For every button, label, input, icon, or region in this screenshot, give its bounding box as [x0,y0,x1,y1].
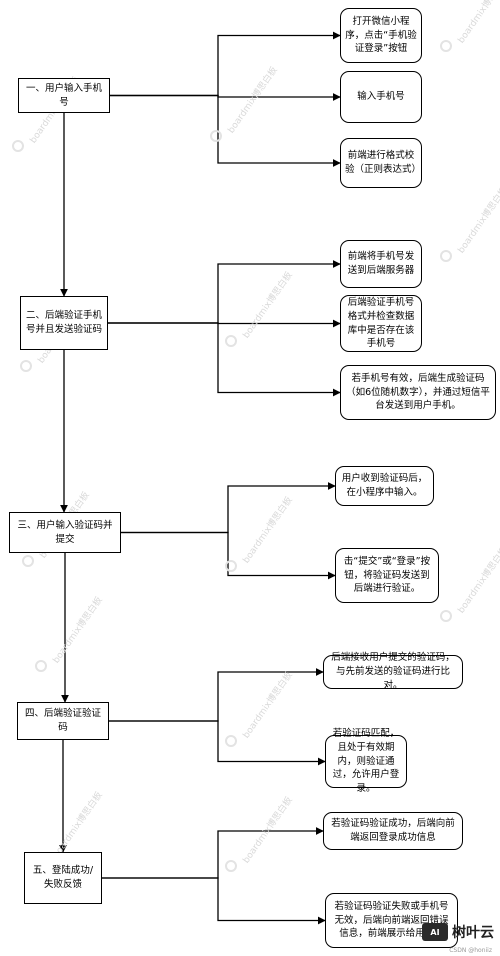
step-2-box: 二、后端验证手机号并且发送验证码 [20,296,108,350]
note-receive-code-text: 用户收到验证码后，在小程序中输入。 [341,473,428,498]
watermark-logo-icon [35,660,47,672]
branch-arrow-n10 [109,720,326,766]
watermark-logo-icon [20,360,32,372]
branch-arrow-n6 [108,322,341,397]
step-1-label: 一、用户输入手机号 [25,82,102,108]
watermark-logo-icon [440,40,452,52]
branch-arrow-n8 [121,531,336,580]
note-code-match-text: 若验证码匹配，且处于有效期内，则验证通过，允许用户登录。 [332,728,400,795]
note-backend-validate-text: 后端验证手机号格式并检查数据库中是否存在该手机号 [347,296,415,350]
branch-arrow-n1 [110,31,341,97]
step-3-label: 三、用户输入验证码并提交 [17,519,113,545]
brand-badge: AI 树叶云 [422,922,494,942]
note-receive-code: 用户收到验证码后，在小程序中输入。 [335,466,434,506]
watermark-logo-icon [225,335,237,347]
branch-arrow-n12 [102,877,326,925]
step-2-label: 二、后端验证手机号并且发送验证码 [25,310,102,335]
note-compare-code: 后端接收用户提交的验证码，与先前发送的验证码进行比对。 [323,652,463,691]
branch-arrow-n7 [121,482,336,534]
note-open-miniprogram: 打开微信小程序，点击“手机验证登录”按钮 [340,8,422,63]
branch-arrow-n11 [102,827,324,879]
note-enter-phone-text: 输入手机号 [357,91,405,103]
step-4-box: 四、后端验证验证码 [17,702,109,740]
note-submit-code-text: 击“提交”或“登录”按钮，将验证码发送到后端进行验证。 [343,555,431,595]
note-login-success-text: 若验证码验证成功，后端向前端返回登录成功信息 [331,818,455,843]
note-compare-code-text: 后端接收用户提交的验证码，与先前发送的验证码进行比对。 [331,652,455,691]
brand-name: 树叶云 [452,925,494,941]
note-open-miniprogram-text: 打开微信小程序，点击“手机验证登录”按钮 [345,15,417,55]
watermark-logo-icon [440,250,452,262]
watermark-logo-icon [440,610,452,622]
step-5-label: 五、登陆成功/失败反馈 [32,865,94,890]
watermark-logo-icon [225,560,237,572]
note-enter-phone: 输入手机号 [340,71,422,123]
watermark-logo-icon [225,735,237,747]
branch-arrow-n3 [110,94,341,167]
watermark-logo-icon [210,130,222,142]
note-generate-code: 若手机号有效，后端生成验证码（如6位随机数字），并通过短信平台发送到用户手机。 [340,365,496,420]
watermark-logo-icon [12,140,24,152]
step-4-label: 四、后端验证验证码 [24,708,101,733]
note-submit-code: 击“提交”或“登录”按钮，将验证码发送到后端进行验证。 [335,548,439,603]
step-3-box: 三、用户输入验证码并提交 [9,512,121,553]
note-send-to-backend: 前端将手机号发送到后端服务器 [340,240,422,288]
brand-logo-icon: AI [422,923,448,941]
watermark-logo-icon [225,860,237,872]
note-login-success: 若验证码验证成功，后端向前端返回登录成功信息 [323,812,463,850]
branch-arrow-n4 [108,260,341,324]
note-backend-validate: 后端验证手机号格式并检查数据库中是否存在该手机号 [340,295,422,352]
note-generate-code-text: 若手机号有效，后端生成验证码（如6位随机数字），并通过短信平台发送到用户手机。 [346,372,490,412]
note-code-match: 若验证码匹配，且处于有效期内，则验证通过，允许用户登录。 [325,728,407,794]
source-credit: CSDN @honiiz [449,947,492,954]
note-format-check: 前端进行格式校验（正则表达式） [340,138,422,188]
step-1-box: 一、用户输入手机号 [18,78,110,113]
step-5-box: 五、登陆成功/失败反馈 [24,852,102,904]
note-format-check-text: 前端进行格式校验（正则表达式） [345,150,422,175]
note-send-to-backend-text: 前端将手机号发送到后端服务器 [347,251,415,276]
note-login-failure-text: 若验证码验证失败或手机号无效，后端向前端返回错误信息，前端展示给用户。 [334,900,449,940]
watermark-logo-icon [22,555,34,567]
